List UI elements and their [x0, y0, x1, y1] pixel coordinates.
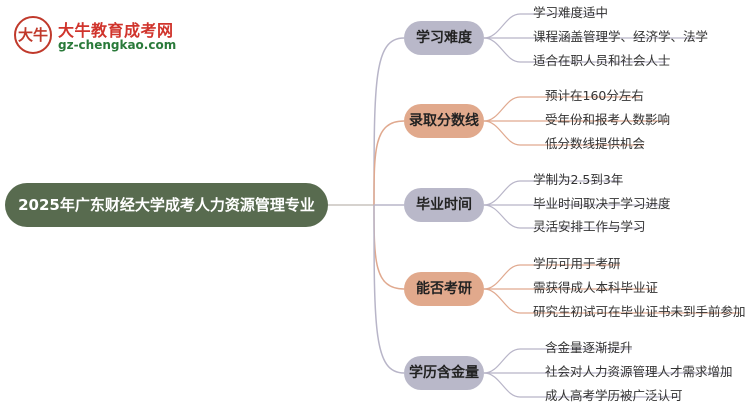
- leaf-node: 预计在160分左右: [545, 88, 644, 103]
- site-logo[interactable]: 大牛 大牛教育成考网 gz-chengkao.com: [14, 14, 194, 58]
- root-node: 2025年广东财经大学成考人力资源管理专业: [5, 183, 328, 227]
- leaf-node: 社会对人力资源管理人才需求增加: [545, 364, 733, 379]
- logo-site-url: gz-chengkao.com: [58, 38, 177, 52]
- logo-site-name: 大牛教育成考网: [58, 21, 174, 40]
- leaf-node: 课程涵盖管理学、经济学、法学: [533, 29, 709, 44]
- leaf-node: 适合在职人员和社会人士: [533, 53, 671, 68]
- branch-node-cutoff-score: 录取分数线: [404, 104, 484, 138]
- leaf-node: 受年份和报考人数影响: [545, 112, 671, 127]
- leaf-node: 研究生初试可在毕业证书未到手前参加: [533, 304, 746, 319]
- connector-branch-2: [373, 120, 405, 206]
- leaf-node: 学历可用于考研: [533, 256, 621, 271]
- connector-branch-5: [373, 204, 405, 374]
- logo-mark-icon: 大牛: [14, 16, 52, 54]
- branch-node-degree-value: 学历含金量: [404, 356, 484, 390]
- leaf-node: 含金量逐渐提升: [545, 340, 633, 355]
- branch-node-difficulty: 学习难度: [404, 21, 484, 55]
- leaf-node: 灵活安排工作与学习: [533, 219, 646, 234]
- connector-branch-4: [373, 204, 405, 290]
- leaf-node: 需获得成人本科毕业证: [533, 280, 659, 295]
- leaf-node: 毕业时间取决于学习进度: [533, 196, 671, 211]
- leaf-node: 低分数线提供机会: [545, 136, 646, 151]
- leaf-node: 学制为2.5到3年: [533, 172, 624, 187]
- branch-node-graduation-time: 毕业时间: [404, 188, 484, 222]
- leaf-node: 成人高考学历被广泛认可: [545, 388, 683, 403]
- branch-node-postgraduate: 能否考研: [404, 272, 484, 306]
- leaf-node: 学习难度适中: [533, 5, 609, 20]
